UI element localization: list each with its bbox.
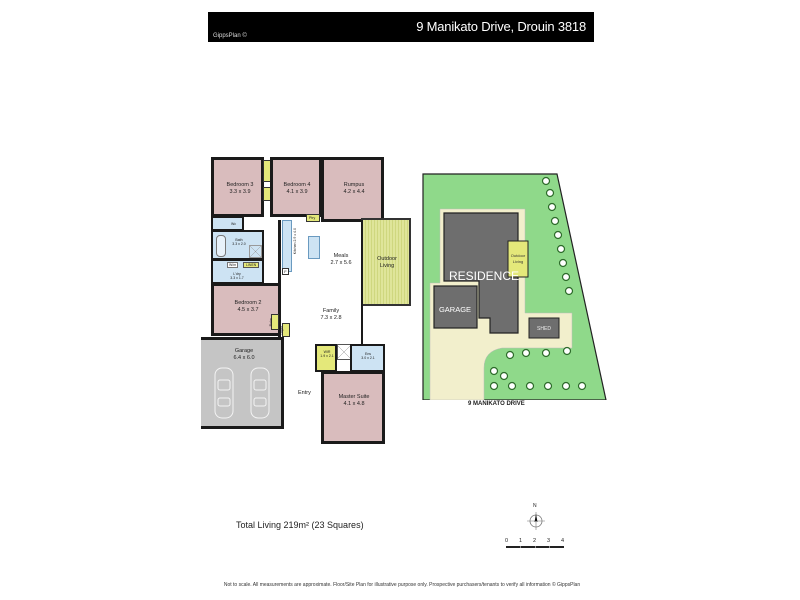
north-label: N — [533, 503, 537, 509]
outdoor-living-deck: Outdoor Living — [361, 218, 411, 306]
total-living: Total Living 219m² (23 Squares) — [236, 520, 364, 530]
room-label: Rumpus 4.2 x 4.4 — [343, 182, 365, 195]
room-ensuite: Ens 3.0 x 2.1 — [350, 344, 385, 372]
room-label: WIR 1.9 x 2.1 — [320, 350, 334, 359]
svg-text:Living: Living — [513, 259, 523, 264]
room-label: Outdoor Living — [377, 256, 397, 269]
pantry: Ptry — [306, 214, 320, 222]
room-family: Family 7.3 x 2.8 — [320, 308, 342, 321]
room-rumpus: Rumpus 4.2 x 4.4 — [321, 157, 384, 222]
scale-bar: 0 1 2 3 4 — [505, 538, 575, 552]
site-outdoor-label: Outdoor — [511, 253, 526, 258]
room-label: Bedroom 2 4.5 x 3.7 — [234, 300, 262, 313]
room-meals: Meals 2.7 x 5.6 — [330, 253, 352, 266]
compass-icon — [527, 512, 545, 530]
room-entry: Entry — [298, 390, 311, 396]
room-bath: Bath 3.3 x 2.0 — [211, 230, 264, 260]
room-bedroom-2: Bedroom 2 4.5 x 3.7 — [211, 283, 281, 336]
room-label: Bedroom 3 3.3 x 3.9 — [226, 182, 254, 195]
kitchen-island — [308, 236, 320, 259]
car-icons — [214, 367, 270, 419]
compass: N — [523, 503, 549, 537]
room-label: Master Suite 4.1 x 4.8 — [338, 394, 370, 407]
room-label: Garage 6.4 x 6.0 — [233, 348, 255, 361]
room-bedroom-4: Bedroom 4 4.1 x 3.9 — [270, 157, 322, 217]
header-banner: GippsPlan © 9 Manikato Drive, Drouin 381… — [208, 12, 594, 42]
site-plan-drawing: RESIDENCE GARAGE Outdoor Living SHED — [422, 173, 607, 401]
room-label: Bedroom 4 4.1 x 3.9 — [283, 182, 311, 195]
property-address: 9 Manikato Drive, Drouin 3818 — [416, 19, 586, 34]
disclaimer: Not to scale. All measurements are appro… — [223, 582, 581, 588]
room-wc: Wc — [211, 216, 244, 231]
fridge-icon: F — [282, 268, 289, 275]
brand-label: GippsPlan © — [213, 33, 247, 39]
shed-label: SHED — [537, 326, 551, 332]
room-garage: Garage 6.4 x 6.0 — [201, 337, 284, 429]
shower-icon — [337, 344, 351, 360]
dryer: Dryer — [280, 323, 290, 337]
room-label: L'dry 3.3 x 1.7 — [230, 272, 244, 281]
room-label: Ens 3.0 x 2.1 — [361, 352, 375, 361]
room-bedroom-3: Bedroom 3 3.3 x 3.9 — [211, 157, 264, 217]
room-label: Bath 3.3 x 2.0 — [232, 238, 246, 247]
site-plan: RESIDENCE GARAGE Outdoor Living SHED — [422, 173, 607, 401]
site-garage-label: GARAGE — [439, 305, 471, 314]
street-name: 9 MANIKATO DRIVE — [468, 401, 525, 407]
residence-label: RESIDENCE — [449, 269, 519, 283]
shower-icon — [249, 245, 262, 258]
robe-closet: Robe — [269, 314, 279, 330]
room-wir: WIR 1.9 x 2.1 — [315, 344, 337, 372]
bathtub-icon — [216, 235, 226, 257]
room-master-suite: Master Suite 4.1 x 4.8 — [321, 371, 385, 444]
open-plan-walls — [278, 220, 363, 344]
room-laundry: W/m LINEN L'dry 3.3 x 1.7 — [211, 259, 264, 284]
